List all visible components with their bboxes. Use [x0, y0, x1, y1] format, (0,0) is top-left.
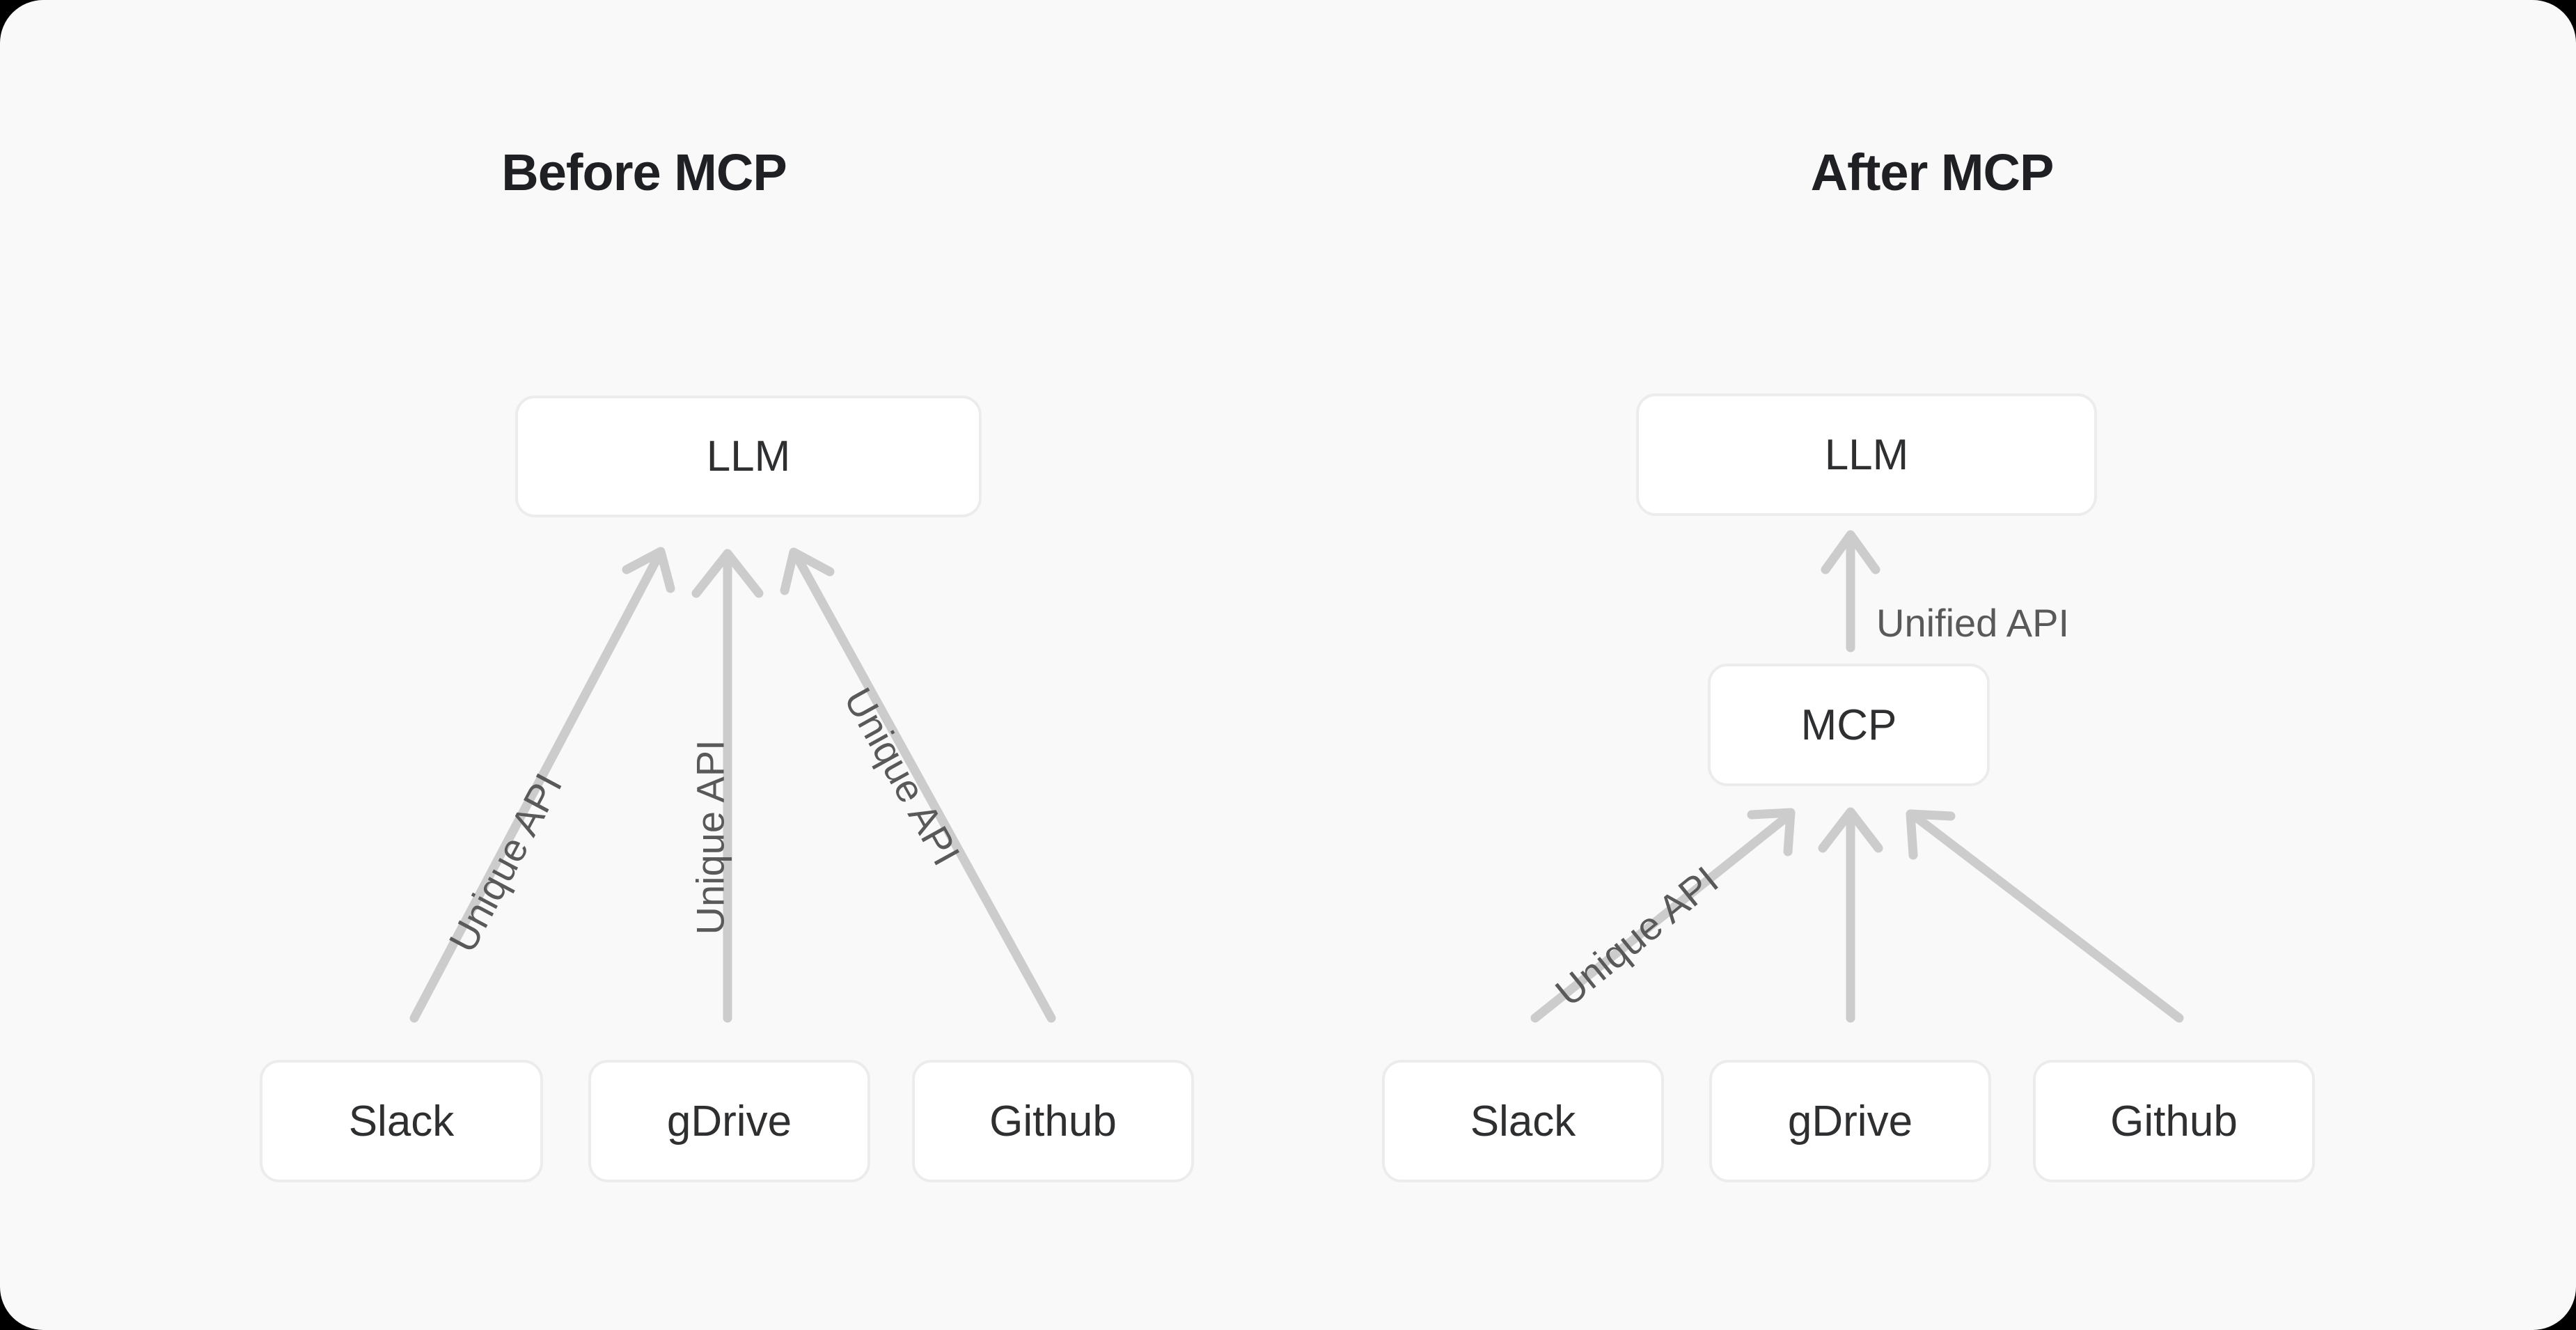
edge-label-gdrive-llm: Unique API: [688, 740, 732, 935]
edge-label-slack-mcp: Unique API: [1547, 857, 1727, 1015]
diagram-before-mcp: Before MCP Unique API Unique API Unique …: [260, 143, 1194, 1182]
node-slack-before[interactable]: Slack: [260, 1060, 543, 1182]
node-github-after-label: Github: [2110, 1097, 2238, 1145]
arrow-github-to-mcp: [1906, 809, 2184, 1023]
node-llm-after[interactable]: LLM: [1636, 393, 2097, 516]
node-llm-after-label: LLM: [1824, 430, 1909, 479]
edge-label-mcp-llm: Unified API: [1876, 601, 2070, 645]
diagram-after-mcp: After MCP Unified API: [1288, 0, 2576, 1330]
node-github-before-label: Github: [989, 1097, 1117, 1145]
after-mcp-title: After MCP: [1810, 143, 2055, 201]
node-gdrive-after[interactable]: gDrive: [1709, 1060, 1991, 1182]
node-slack-after-label: Slack: [1470, 1097, 1576, 1145]
node-llm-before[interactable]: LLM: [515, 396, 982, 517]
before-mcp-title: Before MCP: [501, 143, 787, 201]
arrow-mcp-to-llm: [1821, 530, 1880, 652]
node-gdrive-before[interactable]: gDrive: [588, 1060, 870, 1182]
edge-label-slack-llm: Unique API: [440, 766, 571, 960]
arrow-gdrive-to-mcp: [1818, 807, 1883, 1023]
node-gdrive-after-label: gDrive: [1787, 1097, 1913, 1145]
node-slack-before-label: Slack: [348, 1097, 455, 1145]
node-github-after[interactable]: Github: [2033, 1060, 2315, 1182]
node-mcp-label: MCP: [1800, 701, 1897, 749]
node-mcp[interactable]: MCP: [1708, 664, 1990, 786]
node-github-before[interactable]: Github: [912, 1060, 1194, 1182]
node-slack-after[interactable]: Slack: [1382, 1060, 1664, 1182]
edge-label-github-llm: Unique API: [835, 680, 969, 873]
node-gdrive-before-label: gDrive: [666, 1097, 792, 1145]
node-llm-before-label: LLM: [706, 432, 791, 480]
